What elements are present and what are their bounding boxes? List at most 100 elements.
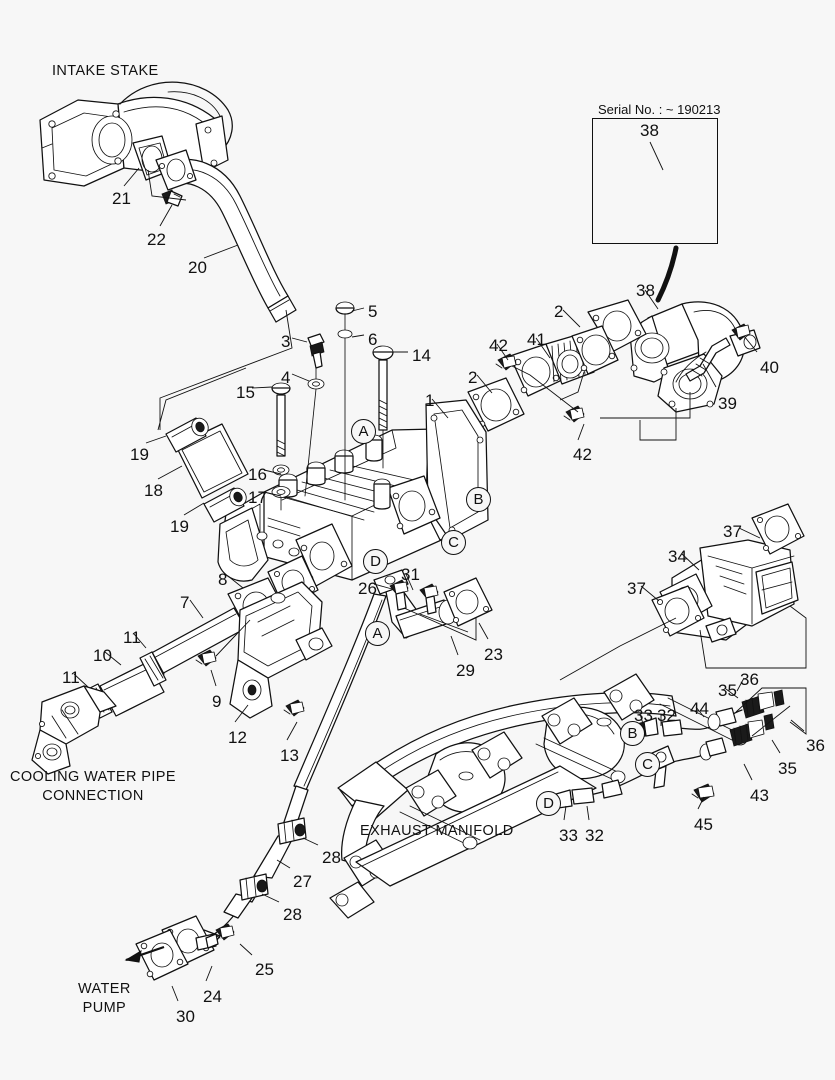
- leader-line-42: [577, 423, 585, 441]
- leader-line-28: [261, 893, 280, 903]
- callout-25: 25: [255, 960, 274, 979]
- gasket-23: [443, 577, 493, 627]
- leader-line-42: [496, 343, 509, 361]
- leader-line-8: [227, 575, 244, 589]
- leader-line-31: [405, 573, 414, 591]
- gasket-37-upper: [751, 503, 805, 555]
- callout-32: 32: [585, 826, 604, 845]
- callout-20: 20: [188, 258, 207, 277]
- leader-line-36: [790, 719, 805, 732]
- leader-line-32: [586, 805, 590, 821]
- leader-line-4: [291, 373, 310, 382]
- callout-24: 24: [203, 987, 222, 1006]
- letter-marker-a-4: A: [365, 621, 390, 646]
- leader-line-2: [476, 374, 493, 394]
- callout-1: 1: [425, 391, 435, 410]
- leader-line-30: [171, 985, 179, 1002]
- leader-line-22: [159, 204, 173, 227]
- letter-marker-b-5: B: [620, 721, 645, 746]
- leader-line-19: [183, 502, 205, 516]
- callout-35: 35: [778, 759, 797, 778]
- callout-17: 17: [248, 488, 267, 507]
- part-16: [272, 464, 290, 476]
- callout-43: 43: [750, 786, 769, 805]
- leader-line-5: [351, 307, 365, 312]
- bushing-19-lower: [203, 487, 247, 523]
- clamp-11-right: [139, 651, 167, 687]
- leader-line-36: [736, 677, 745, 692]
- bolt-25: [205, 923, 235, 949]
- section-label-cooling-water-pipe: COOLING WATER PIPE CONNECTION: [10, 769, 176, 804]
- bolt-13: [283, 699, 305, 717]
- gasket-2-right: [587, 299, 647, 353]
- callout-26: 26: [358, 579, 377, 598]
- leader-line-3: [291, 337, 308, 343]
- callout-8: 8: [218, 570, 228, 589]
- letter-marker-a-0: A: [351, 419, 376, 444]
- bolt-42-lower: [563, 405, 585, 423]
- part-6: [337, 329, 353, 501]
- leader-line-6: [351, 334, 365, 338]
- leader-line-27: [276, 859, 291, 869]
- callout-19: 19: [170, 517, 189, 536]
- callout-37: 37: [723, 522, 742, 541]
- callout-3: 3: [281, 332, 291, 351]
- leader-line-11: [73, 673, 89, 688]
- callout-28: 28: [283, 905, 302, 924]
- callout-40: 40: [760, 358, 779, 377]
- intake-stake-part: [39, 81, 233, 187]
- leader-line-16: [263, 469, 282, 475]
- callout-7: 7: [180, 593, 190, 612]
- callout-36: 36: [806, 736, 825, 755]
- leader-line-9: [210, 669, 217, 687]
- leader-line-44: [695, 706, 705, 718]
- callout-11: 11: [62, 668, 80, 687]
- callout-16: 16: [248, 465, 267, 484]
- leader-line-23: [478, 622, 489, 640]
- leader-line-26: [373, 583, 393, 590]
- leader-line-40: [743, 335, 758, 353]
- leader-line-25: [239, 943, 253, 956]
- part-3: [307, 333, 325, 383]
- callout-36: 36: [740, 670, 759, 689]
- elbow-38: [629, 301, 761, 413]
- letter-marker-c-2: C: [441, 530, 466, 555]
- bolt-31: [419, 583, 439, 615]
- callout-33: 33: [559, 826, 578, 845]
- callout-21: 21: [112, 189, 131, 208]
- leader-line-1: [431, 398, 449, 419]
- callout-42: 42: [573, 445, 592, 464]
- callout-38: 38: [636, 281, 655, 300]
- letter-marker-d-7: D: [536, 791, 561, 816]
- callout-11: 11: [123, 628, 141, 647]
- leader-line-7: [189, 599, 204, 619]
- leader-line-24: [205, 965, 213, 982]
- leader-line-37: [640, 585, 660, 602]
- section-label-exhaust-manifold: EXHAUST MANIFOLD: [360, 823, 514, 839]
- leader-line-20: [203, 244, 239, 259]
- serial-note-box: [592, 118, 718, 244]
- assembly-group-lines: [147, 169, 807, 737]
- leader-line-21: [123, 167, 140, 187]
- callout-15: 15: [236, 383, 255, 402]
- part-14: [372, 345, 394, 469]
- callout-37: 37: [627, 579, 646, 598]
- leader-line-2: [562, 309, 581, 328]
- intake-pipe-20: [155, 149, 297, 323]
- callout-28: 28: [322, 848, 341, 867]
- leader-line-33: [563, 805, 567, 821]
- callout-13: 13: [280, 746, 299, 765]
- letter-marker-c-6: C: [635, 752, 660, 777]
- callout-12: 12: [228, 728, 247, 747]
- part-5: [335, 301, 355, 337]
- leader-line-18: [157, 465, 183, 480]
- callout-32: 32: [657, 706, 676, 725]
- serial-note-label: Serial No. : ~ 190213: [598, 102, 721, 117]
- leader-line-17: [263, 491, 282, 497]
- leader-line-19: [145, 435, 167, 444]
- leader-line-12: [234, 704, 249, 723]
- callout-34: 34: [668, 547, 687, 566]
